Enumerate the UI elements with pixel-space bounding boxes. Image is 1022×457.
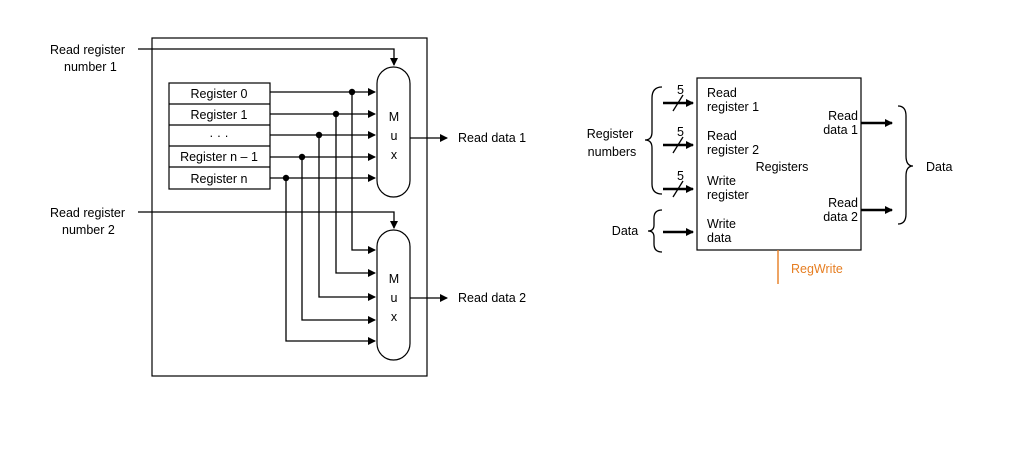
read-register-number-2-label-line2: number 2: [62, 223, 115, 237]
junction-dot: [298, 153, 306, 161]
data-out-brace: [897, 105, 914, 225]
register-stack-outline: [168, 82, 271, 190]
register-file-block-diagram: Read register 1 Read register 2 Write re…: [587, 77, 952, 284]
register-n-label: Register n: [191, 172, 248, 186]
junction-dot: [348, 88, 356, 96]
read-data-1-port-line2: data 1: [823, 123, 858, 137]
register-number-buses: 5 5 5: [663, 83, 694, 198]
read-register-1-port-line1: Read: [707, 86, 737, 100]
write-register-port-line1: Write: [707, 174, 736, 188]
mux-2-letter-m: M: [389, 272, 399, 286]
register-read-diagram: Register 0 Register 1 · · · Register n –…: [50, 37, 526, 377]
register-stack: Register 0 Register 1 · · · Register n –…: [168, 82, 271, 190]
read-data-2-port-line2: data 2: [823, 210, 858, 224]
register-file-boundary: [151, 37, 428, 377]
register-numbers-brace: [644, 86, 663, 195]
registers-block-title: Registers: [756, 160, 809, 174]
read-register-1-port-line2: register 1: [707, 100, 759, 114]
mux-1-letter-x: x: [391, 148, 398, 162]
regwrite-label: RegWrite: [791, 262, 843, 276]
register-n-minus-1-label: Register n – 1: [180, 150, 258, 164]
register-1-label: Register 1: [191, 108, 248, 122]
bus-width-label: 5: [677, 169, 684, 183]
bus-width-label: 5: [677, 83, 684, 97]
register-ellipsis-label: · · ·: [209, 129, 228, 143]
data-out-label: Data: [926, 160, 952, 174]
mux-2: [376, 229, 411, 361]
data-in-label: Data: [612, 224, 638, 238]
mux-1-input-wires: [270, 88, 376, 182]
read-data-2-label: Read data 2: [458, 291, 526, 305]
junction-dot: [315, 131, 323, 139]
junction-dot: [282, 174, 290, 182]
junction-dot: [332, 110, 340, 118]
register-numbers-label-line2: numbers: [588, 145, 637, 159]
mux-1: [376, 66, 411, 198]
write-register-port-line2: register: [707, 188, 749, 202]
mux-2-letter-x: x: [391, 310, 398, 324]
mux-1-letter-m: M: [389, 110, 399, 124]
read-register-number-1-label-line1: Read register: [50, 43, 125, 57]
mux-2-letter-u: u: [391, 291, 398, 305]
mux-2-branch-wires: [285, 92, 376, 345]
read-register-number-2-label-line1: Read register: [50, 206, 125, 220]
read-data-1-label: Read data 1: [458, 131, 526, 145]
registers-block: [696, 77, 862, 251]
register-numbers-label-line1: Register: [587, 127, 634, 141]
read-register-number-1-label-line2: number 1: [64, 60, 117, 74]
mux-1-letter-u: u: [391, 129, 398, 143]
bus-width-label: 5: [677, 125, 684, 139]
read-data-1-port-line1: Read: [828, 109, 858, 123]
read-register-2-port-line2: register 2: [707, 143, 759, 157]
select-1-wire: [138, 48, 398, 66]
register-0-label: Register 0: [191, 87, 248, 101]
read-data-2-port-line1: Read: [828, 196, 858, 210]
select-2-wire: [138, 211, 398, 229]
write-data-port-line1: Write: [707, 217, 736, 231]
read-register-2-port-line1: Read: [707, 129, 737, 143]
data-in-brace: [647, 209, 663, 253]
write-data-port-line2: data: [707, 231, 731, 245]
